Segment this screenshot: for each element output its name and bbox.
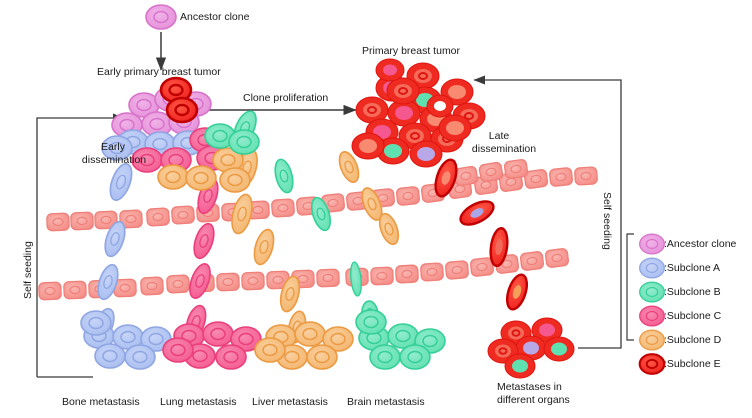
legend-label-subclone-a: :Subclone A	[664, 262, 721, 274]
legend-label-subclone-e: :Subclone E	[664, 358, 721, 370]
bone-metastasis-label: Bone metastasis	[62, 396, 140, 408]
migrating-cells	[93, 110, 529, 344]
ancestor-clone-cell	[145, 4, 177, 30]
legend-label-subclone-d: :Subclone D	[664, 334, 722, 346]
legend: :Ancestor clone :Subclone A :Subclone B …	[631, 232, 752, 376]
legend-label-ancestor: :Ancestor clone	[664, 238, 737, 250]
ancestor-clone-icon	[631, 236, 657, 252]
late-dissemination-label-line1: Late	[488, 130, 510, 142]
self-seeding-left-path	[36, 113, 125, 378]
subclone-d-icon	[631, 332, 657, 348]
legend-label-subclone-c: :Subclone C	[664, 310, 722, 322]
subclone-c-icon	[631, 308, 657, 324]
early-dissemination-label-line1: Early	[101, 141, 125, 153]
clone-proliferation-label: Clone proliferation	[243, 92, 329, 104]
brain-metastasis-label: Brain metastasis	[347, 396, 425, 408]
self-seeding-right-path	[473, 75, 622, 349]
ancestor-clone-label: Ancestor clone	[180, 11, 250, 23]
lung-metastasis-cluster	[162, 321, 262, 370]
self-seeding-right-label: Self seeding	[601, 192, 613, 250]
legend-bracket	[626, 233, 634, 341]
metastases-organs-cluster	[487, 317, 575, 379]
liver-metastasis-label: Liver metastasis	[252, 396, 328, 408]
subclone-b-icon	[631, 284, 657, 300]
early-dissemination-label-line2: dissemination	[81, 154, 147, 166]
brain-metastasis-cluster	[355, 309, 446, 370]
blood-vessel-branch	[453, 159, 529, 187]
self-seeding-left-label: Self seeding	[22, 241, 34, 299]
subclone-a-icon	[631, 260, 657, 276]
legend-label-subclone-b: :Subclone B	[664, 286, 721, 298]
legend-item-subclone-e: :Subclone E	[631, 352, 752, 376]
legend-item-subclone-d: :Subclone D	[631, 328, 752, 352]
legend-item-subclone-a: :Subclone A	[631, 256, 752, 280]
bone-metastasis-cluster	[80, 310, 172, 370]
legend-item-ancestor: :Ancestor clone	[631, 232, 752, 256]
late-dissemination-label-line2: dissemination	[471, 143, 537, 155]
subclone-e-icon	[631, 356, 657, 372]
lung-metastasis-label: Lung metastasis	[160, 396, 237, 408]
metastases-organs-label-line2: different organs	[497, 394, 570, 406]
liver-metastasis-cluster	[254, 321, 354, 370]
legend-item-subclone-b: :Subclone B	[631, 280, 752, 304]
primary-tumor-label: Primary breast tumor	[362, 45, 461, 57]
legend-item-subclone-c: :Subclone C	[631, 304, 752, 328]
metastases-organs-label-line1: Metastases in	[497, 381, 562, 393]
blood-vessel-lower	[38, 248, 570, 301]
early-primary-tumor-label: Early primary breast tumor	[97, 66, 221, 78]
primary-tumor-cluster	[351, 58, 486, 168]
